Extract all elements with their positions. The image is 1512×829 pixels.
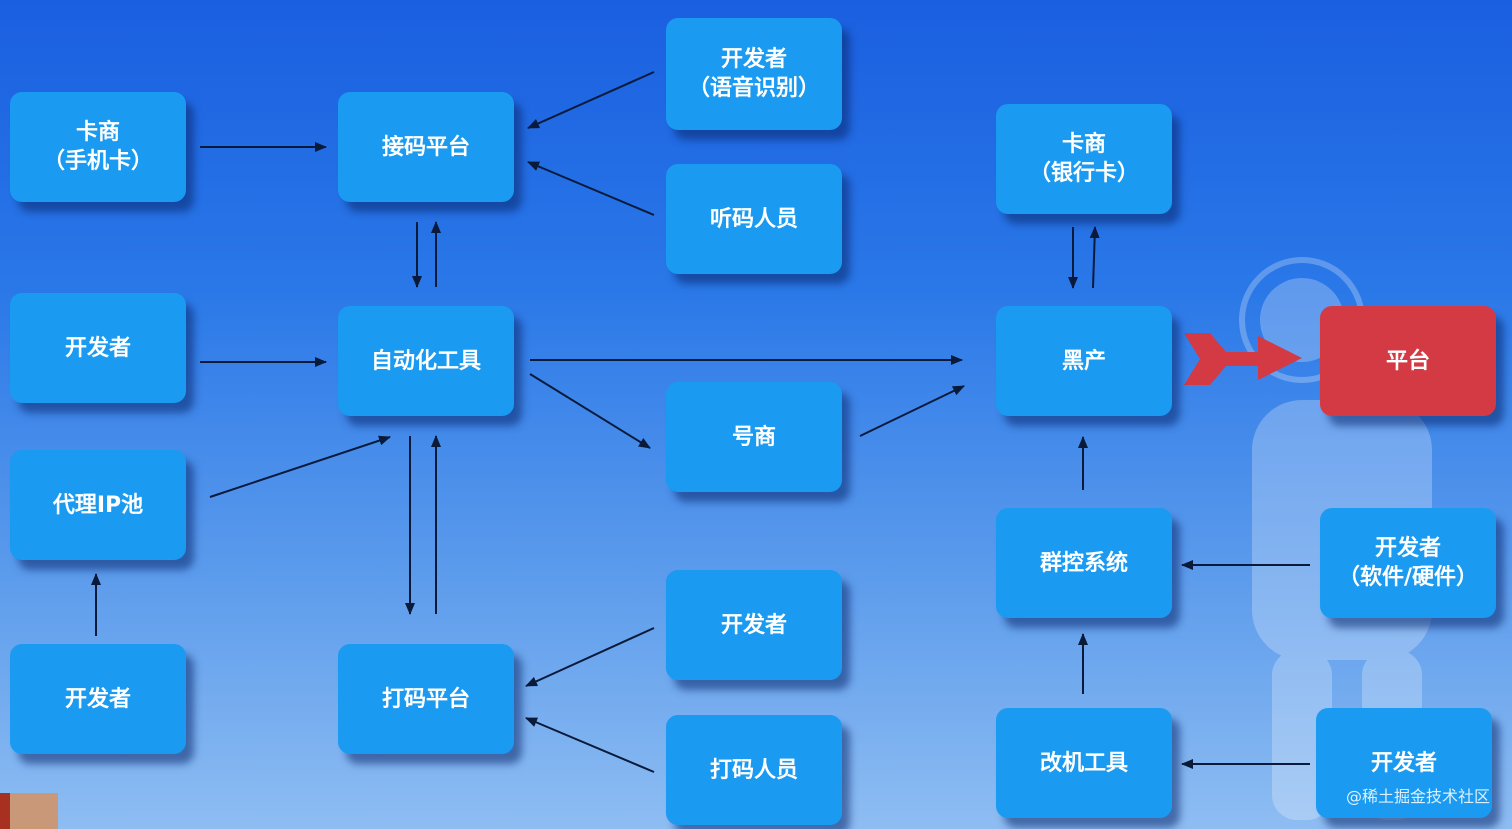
node-sublabel: （银行卡） bbox=[1028, 161, 1139, 186]
node-label: 代理IP池 bbox=[52, 492, 144, 518]
node-label: 改机工具 bbox=[1039, 750, 1128, 776]
automation-tool-node: 自动化工具 bbox=[338, 306, 514, 416]
sms-platform-node: 接码平台 bbox=[338, 92, 514, 202]
node-sublabel: （软件/硬件） bbox=[1337, 565, 1479, 590]
node-label: 自动化工具 bbox=[370, 348, 481, 374]
node-label: 开发者 bbox=[64, 686, 131, 712]
corner-thumbnail-image bbox=[0, 793, 58, 829]
developer-captcha-node: 开发者 bbox=[666, 570, 842, 680]
code-listener-node: 听码人员 bbox=[666, 164, 842, 274]
black-industry-node: 黑产 bbox=[996, 306, 1172, 416]
arrow-proxy-to-automation bbox=[209, 435, 391, 498]
arrow-listener-to-sms bbox=[527, 161, 655, 216]
device-mod-tool-node: 改机工具 bbox=[996, 708, 1172, 818]
node-label: 开发者 bbox=[64, 335, 131, 361]
red-arrow-black-to-platform bbox=[1184, 333, 1302, 385]
arrow-automation-to-account bbox=[529, 373, 651, 449]
node-sublabel: （手机卡） bbox=[42, 149, 153, 174]
captcha-platform-node: 打码平台 bbox=[338, 644, 514, 754]
watermark-text: @稀土掘金技术社区 bbox=[1345, 787, 1490, 806]
captcha-worker-node: 打码人员 bbox=[666, 715, 842, 825]
node-label: 打码人员 bbox=[709, 757, 798, 783]
platform-node: 平台 bbox=[1320, 306, 1496, 416]
node-label: 卡商 bbox=[75, 120, 120, 145]
node-label: 开发者 bbox=[1374, 536, 1441, 561]
node-label: 听码人员 bbox=[709, 206, 798, 232]
node-label: 平台 bbox=[1385, 348, 1430, 374]
node-label: 号商 bbox=[731, 424, 776, 450]
arrow-captcha-worker-to-captcha bbox=[525, 717, 655, 773]
node-label: 开发者 bbox=[720, 47, 787, 72]
node-label: 卡商 bbox=[1061, 132, 1106, 157]
arrow-black-to-bank-card bbox=[1089, 226, 1100, 289]
node-label: 打码平台 bbox=[381, 686, 470, 712]
group-control-node: 群控系统 bbox=[996, 508, 1172, 618]
node-label: 开发者 bbox=[1370, 750, 1437, 776]
developer-voice-node: 开发者 （语音识别） bbox=[666, 18, 842, 130]
developer-software-hardware-node: 开发者 （软件/硬件） bbox=[1320, 508, 1496, 618]
arrow-captcha-dev-to-captcha bbox=[525, 627, 655, 687]
arrow-voice-dev-to-sms bbox=[527, 71, 655, 129]
node-label: 开发者 bbox=[720, 612, 787, 638]
developer-bottom-left-node: 开发者 bbox=[10, 644, 186, 754]
arrow-account-to-black bbox=[859, 385, 965, 437]
proxy-ip-pool-node: 代理IP池 bbox=[10, 450, 186, 560]
developer-left-node: 开发者 bbox=[10, 293, 186, 403]
node-label: 接码平台 bbox=[381, 134, 470, 160]
card-dealer-bank-node: 卡商 （银行卡） bbox=[996, 104, 1172, 214]
developer-bottom-right-node: 开发者 bbox=[1316, 708, 1492, 818]
node-label: 黑产 bbox=[1061, 348, 1106, 374]
node-label: 群控系统 bbox=[1039, 550, 1128, 576]
card-dealer-phone-node: 卡商 （手机卡） bbox=[10, 92, 186, 202]
account-dealer-node: 号商 bbox=[666, 382, 842, 492]
node-sublabel: （语音识别） bbox=[687, 76, 820, 101]
